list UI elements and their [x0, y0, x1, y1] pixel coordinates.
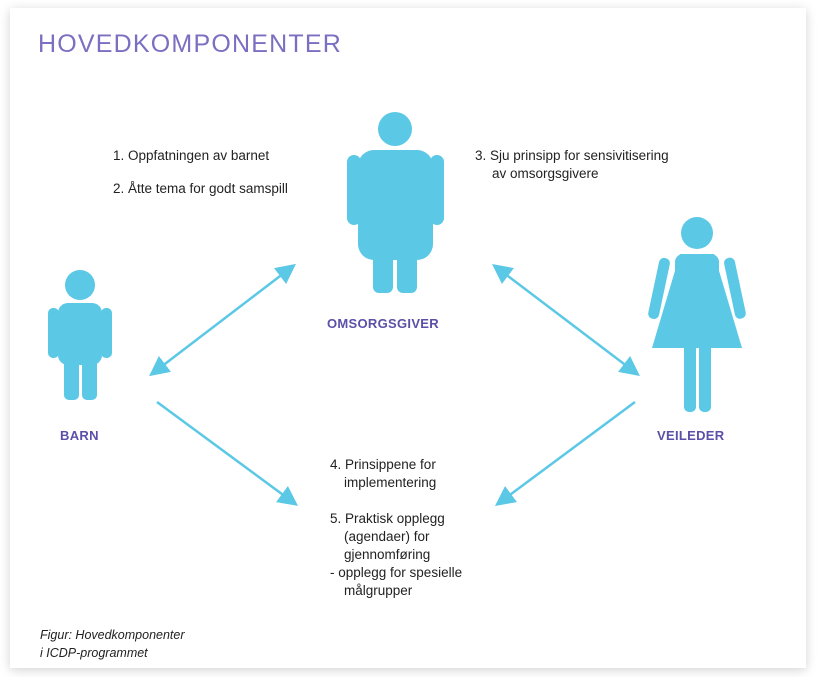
figure-caption: Figur: Hovedkomponenter i ICDP-programme… [40, 626, 185, 662]
component-item-3-line1: 3. Sju prinsipp for sensivitisering [475, 148, 669, 163]
arrow-facilitator-practice [494, 400, 636, 506]
component-item-5-line1: 5. Praktisk opplegg [330, 511, 445, 526]
arrow-child-caregiver [149, 263, 296, 377]
role-label-child: BARN [60, 428, 99, 443]
component-item-4-line1: 4. Prinsippene for [330, 457, 436, 472]
component-item-5-line2: (agendaer) for [344, 529, 430, 544]
arrow-child-practice [156, 400, 299, 506]
role-label-facilitator: VEILEDER [657, 428, 725, 443]
diagram-title: HOVEDKOMPONENTER [38, 30, 342, 58]
component-item-5-line4: - opplegg for spesielle [330, 565, 463, 580]
caption-line-1: Figur: Hovedkomponenter [40, 628, 185, 642]
facilitator-figure-icon [648, 217, 746, 412]
arrow-caregiver-facilitator [492, 263, 640, 377]
caregiver-figure-icon [347, 112, 444, 293]
component-item-5-line3: gjennomføring [344, 547, 431, 562]
component-item-3-line2: av omsorgsgivere [492, 166, 599, 181]
component-item-4-line2: implementering [344, 475, 437, 490]
component-item-5-line5: målgrupper [344, 583, 413, 598]
child-figure-icon [48, 270, 112, 400]
caption-line-2: i ICDP-programmet [40, 646, 148, 660]
component-item-1: 1. Oppfatningen av barnet [113, 148, 270, 163]
role-label-caregiver: OMSORGSGIVER [327, 316, 439, 331]
component-item-2: 2. Åtte tema for godt samspill [113, 181, 288, 196]
